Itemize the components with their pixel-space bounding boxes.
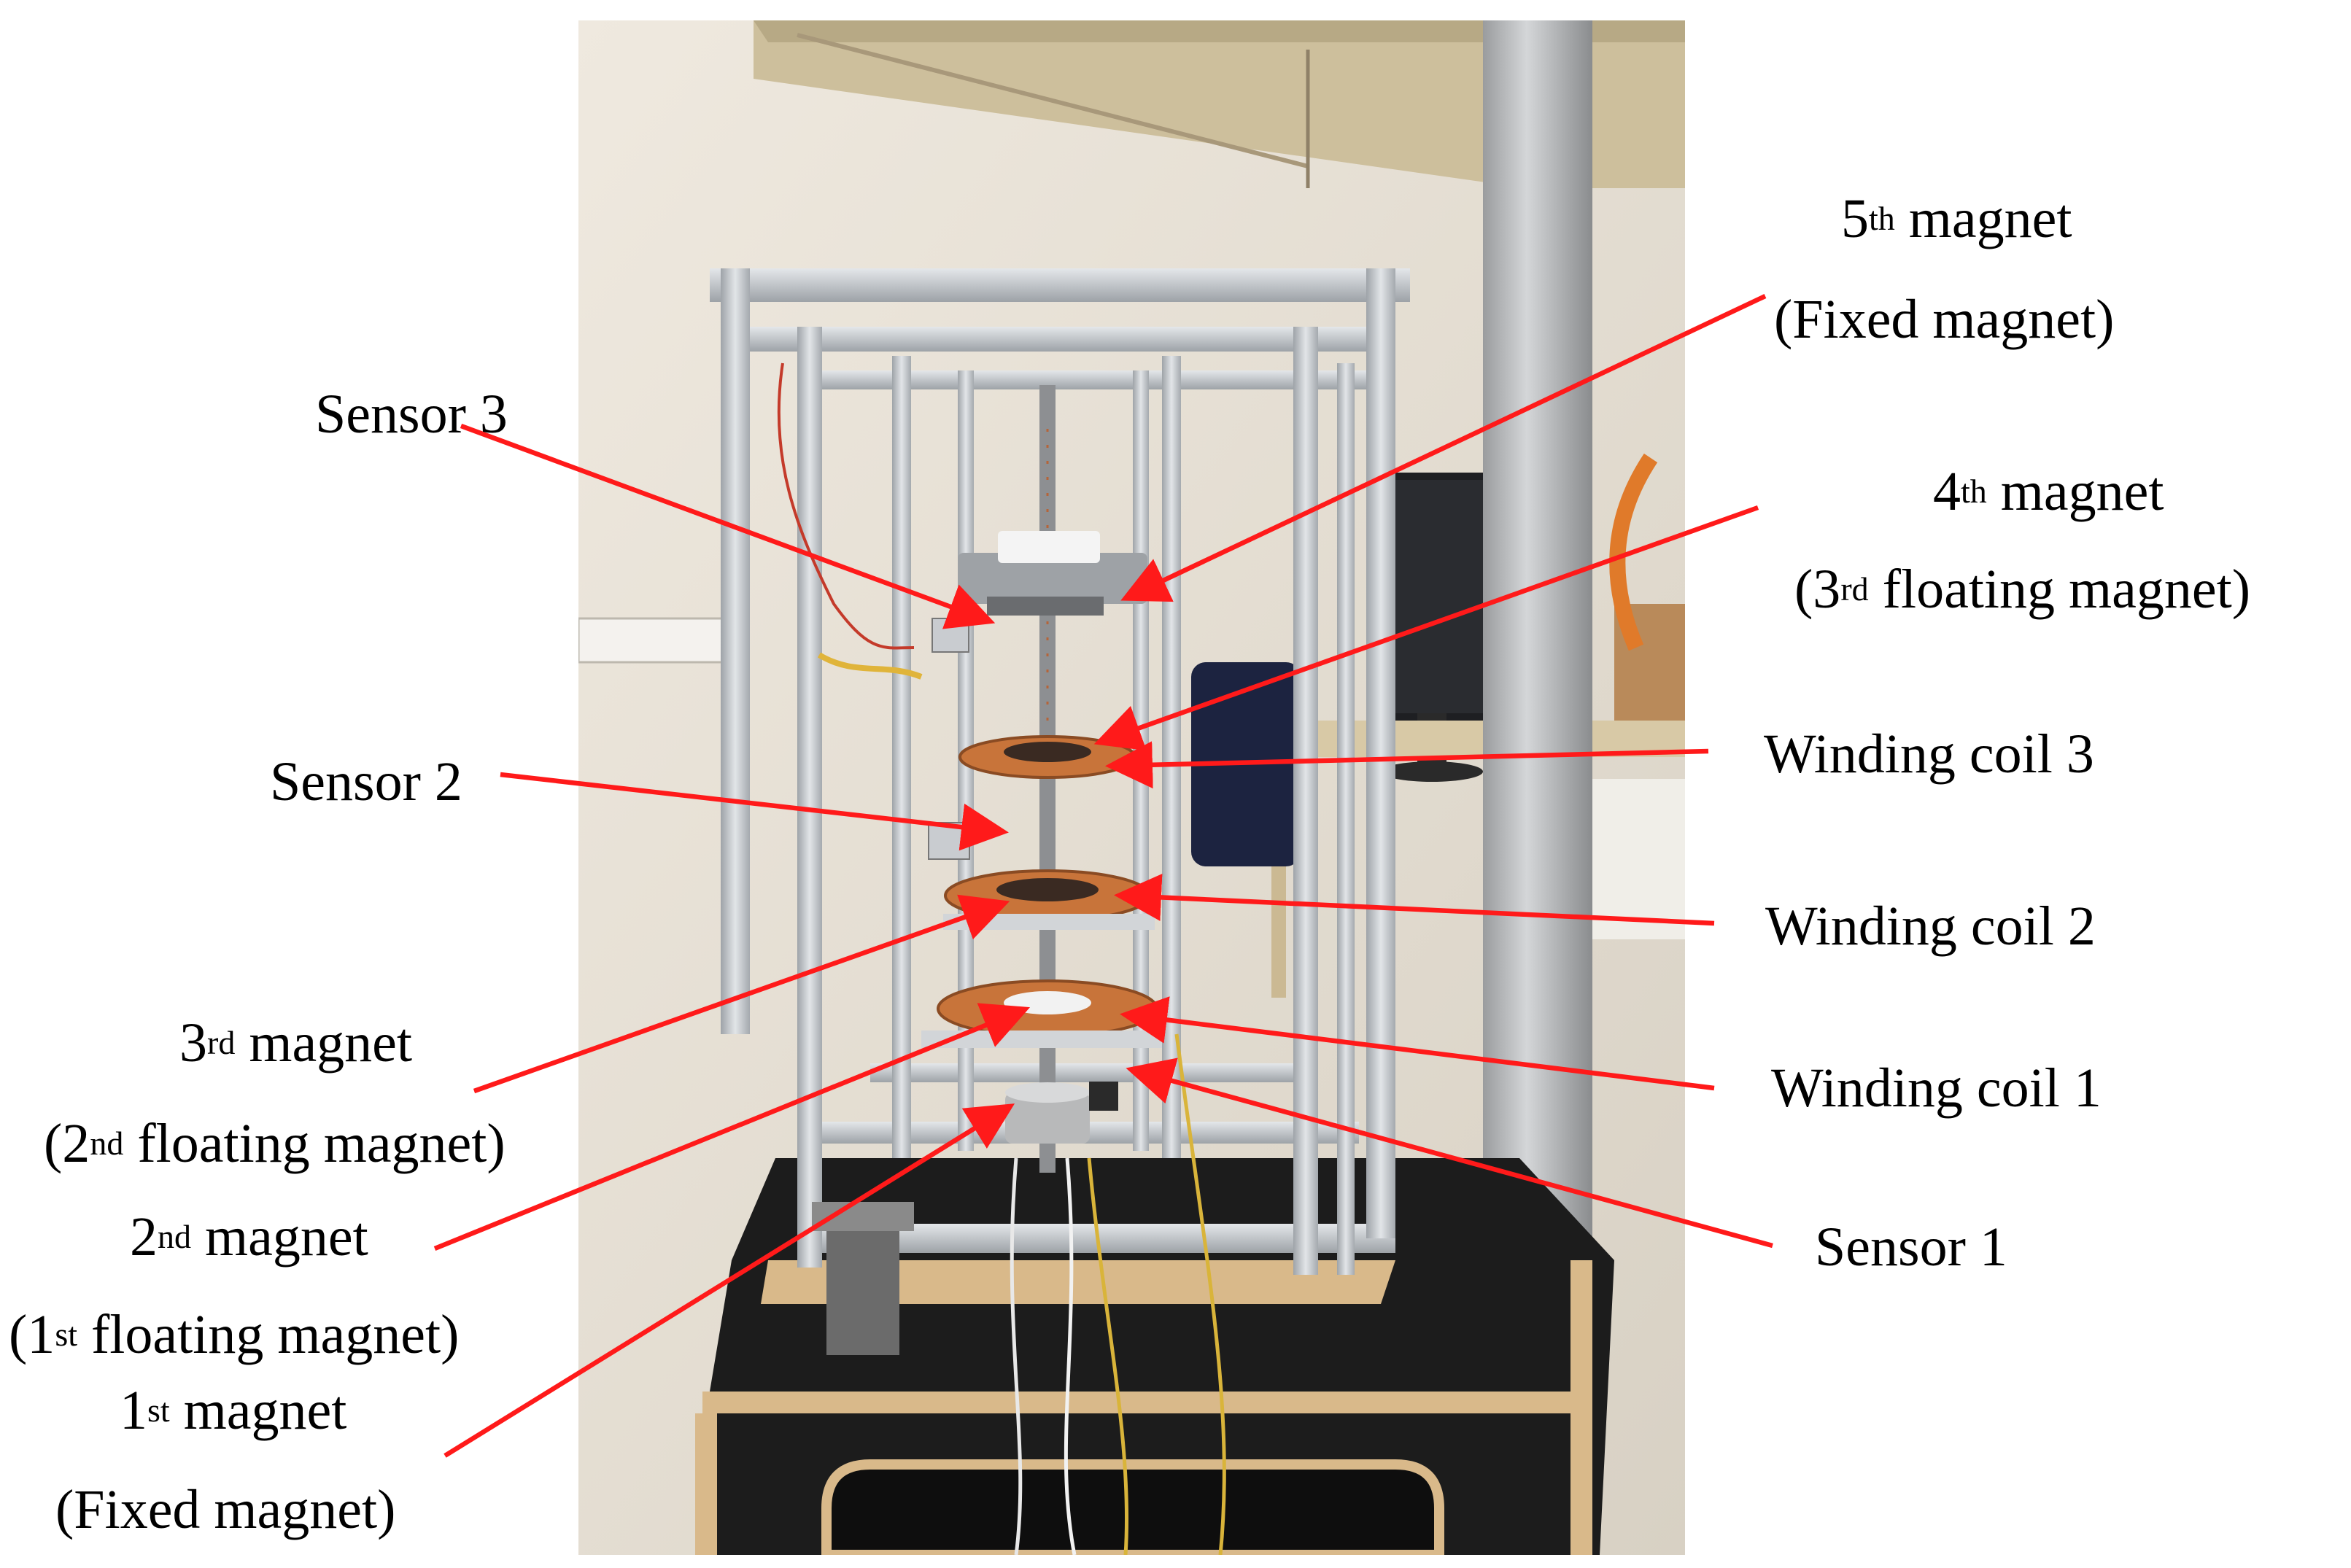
label-sensor-3: Sensor 3 — [315, 384, 508, 445]
label-4th-magnet-sub: (3rd floating magnet) — [1794, 562, 2250, 617]
arrow-4th-magnet — [1093, 505, 1759, 751]
frame-post — [721, 268, 750, 1034]
label-sup: st — [55, 1316, 77, 1353]
label-text: magnet — [1986, 461, 2164, 522]
arrow-sensor-3 — [460, 423, 996, 629]
label-text: floating magnet) — [77, 1304, 460, 1365]
label-4th-magnet: 4th magnet — [1933, 464, 2164, 519]
label-sup: nd — [90, 1125, 124, 1162]
label-sup: th — [1961, 473, 1987, 510]
label-text: magnet — [235, 1012, 413, 1074]
label-text: magnet — [1894, 188, 2072, 249]
label-text: 5 — [1841, 188, 1869, 249]
label-text: floating magnet) — [123, 1113, 506, 1174]
label-1st-magnet: 1st magnet — [120, 1383, 346, 1438]
label-text: 4 — [1933, 461, 1961, 522]
label-sup: th — [1869, 200, 1895, 237]
cabinet — [695, 1158, 1614, 1555]
shelf — [754, 20, 1685, 188]
arrow-sensor-1 — [1126, 1057, 1773, 1249]
label-2nd-magnet: 2nd magnet — [130, 1209, 368, 1265]
bottom-fixed-magnet — [1005, 1092, 1090, 1144]
label-5th-magnet-sub: (Fixed magnet) — [1774, 289, 2115, 350]
label-3rd-magnet-sub: (2nd floating magnet) — [44, 1116, 506, 1171]
label-text: floating magnet) — [1868, 559, 2251, 620]
label-text: (2 — [44, 1113, 90, 1174]
label-5th-magnet: 5th magnet — [1841, 191, 2072, 247]
label-2nd-magnet-sub: (1st floating magnet) — [9, 1307, 459, 1362]
label-sensor-2: Sensor 2 — [270, 751, 462, 812]
apparatus-photo — [578, 20, 1685, 1555]
arrow-1st-magnet — [444, 1103, 1015, 1458]
label-sup: rd — [207, 1024, 236, 1061]
arrow-3rd-magnet — [473, 894, 1010, 1094]
cabinet-opening — [821, 1459, 1444, 1555]
label-text: (3 — [1794, 559, 1841, 620]
top-magnet-holder — [958, 553, 1147, 604]
label-winding-coil-2: Winding coil 2 — [1765, 896, 2096, 957]
label-text: 3 — [179, 1012, 207, 1074]
arrow-winding-coil-2 — [1114, 873, 1715, 926]
label-text: 2 — [130, 1206, 158, 1268]
arrow-5th-magnet — [1120, 294, 1767, 602]
label-text: magnet — [191, 1206, 368, 1268]
label-3rd-magnet: 3rd magnet — [179, 1015, 412, 1071]
label-text: magnet — [169, 1380, 347, 1441]
clamp-block — [826, 1209, 899, 1355]
label-1st-magnet-sub: (Fixed magnet) — [55, 1479, 396, 1540]
frame-top — [710, 268, 1410, 302]
label-text: (1 — [9, 1304, 55, 1365]
base-plate — [761, 1260, 1395, 1304]
sensor-1-body — [1089, 1082, 1118, 1111]
label-winding-coil-3: Winding coil 3 — [1764, 723, 2094, 785]
arrow-sensor-2 — [500, 772, 1009, 851]
label-sup: nd — [158, 1218, 191, 1255]
label-sensor-1: Sensor 1 — [1815, 1216, 2007, 1278]
label-text: 1 — [120, 1380, 147, 1441]
apparatus-drawing — [578, 20, 1685, 1555]
label-sup: rd — [1840, 570, 1869, 608]
label-winding-coil-1: Winding coil 1 — [1771, 1057, 2102, 1119]
arrow-2nd-magnet — [433, 1003, 1031, 1251]
label-sup: st — [147, 1392, 170, 1429]
cabinet-edge — [702, 1392, 1592, 1413]
arrow-winding-coil-3 — [1105, 741, 1709, 789]
arrow-winding-coil-1 — [1120, 996, 1715, 1091]
